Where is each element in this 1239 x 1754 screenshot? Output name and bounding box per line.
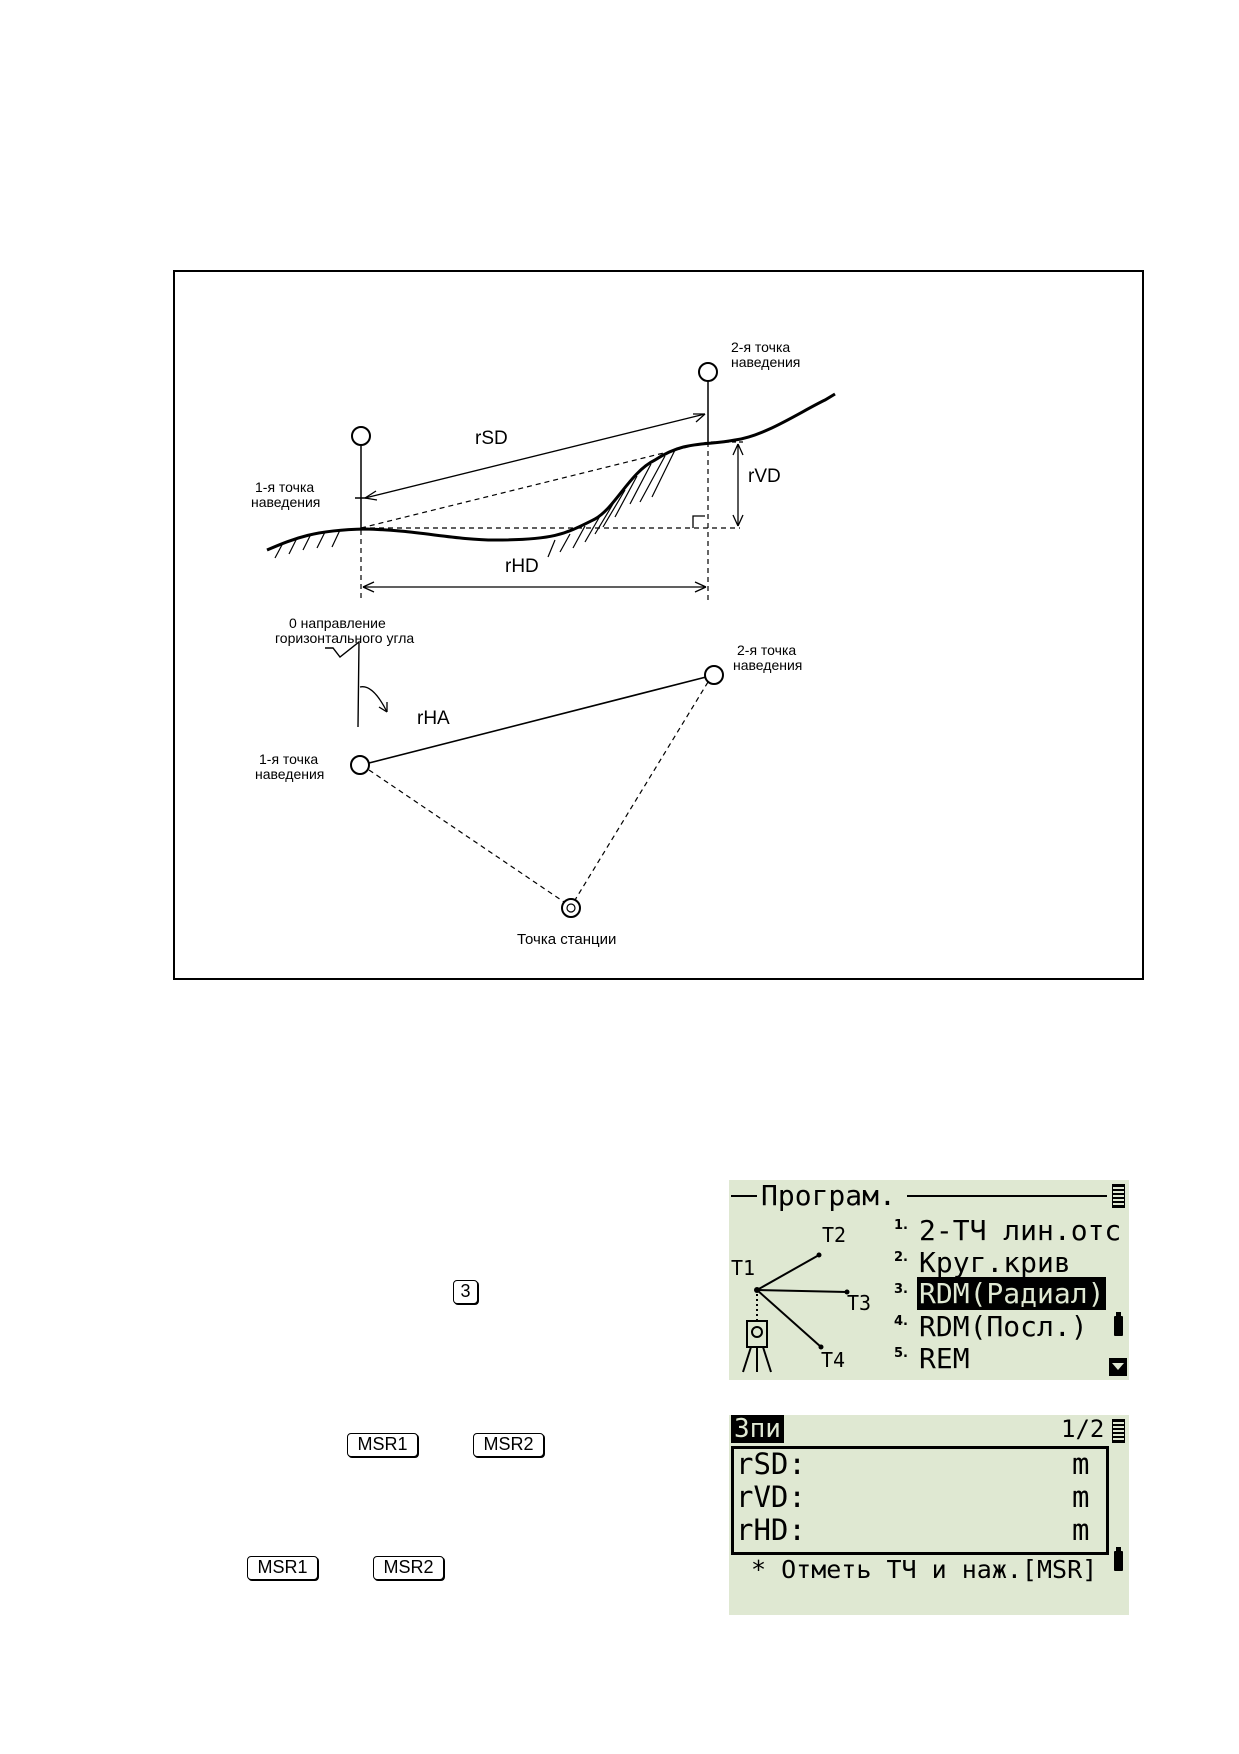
key-msr2-b: MSR2 [373, 1556, 444, 1580]
terrain-line [266, 392, 836, 552]
hint-text: * Отметь ТЧ и наж.[MSR] [751, 1555, 1098, 1584]
lcd-programs-menu: Програм. T1 T2 T3 T4 1. 2-ТЧ лин.отс 2. … [729, 1180, 1129, 1380]
lcd-measurement-screen: Зпи 1/2 rSD: m rVD: m rHD: m * Отметь ТЧ… [729, 1415, 1129, 1615]
label-first-target-line2: наведения [251, 494, 320, 510]
rha-angle-arc [359, 686, 388, 713]
menu-item-4[interactable]: RDM(Посл.) [919, 1310, 1088, 1343]
menu-item-2[interactable]: Круг.крив [919, 1246, 1071, 1279]
second-target-prism [698, 362, 718, 382]
station-point-outer [561, 898, 581, 918]
key-msr1-b: MSR1 [247, 1556, 318, 1580]
plan-second-target [704, 665, 724, 685]
key-msr2-a: MSR2 [473, 1433, 544, 1457]
plan-target-line [368, 675, 711, 764]
title-rule-right [907, 1195, 1107, 1197]
menu-diagram-icon [742, 1252, 850, 1373]
label-rsd: rSD [475, 428, 508, 449]
label-rvd: rVD [748, 466, 781, 487]
row-rsd-label: rSD: [736, 1447, 806, 1481]
battery-icon-2-tip [1116, 1547, 1121, 1551]
label-second-target-line1: 2-я точка [731, 339, 790, 355]
diagram-frame: 2-я точка наведения 1-я точка наведения … [173, 270, 1144, 980]
label-second-target-line2: наведения [731, 354, 800, 370]
menu-item-2-num: 2. [894, 1250, 908, 1265]
menu-item-3-selected[interactable]: RDM(Радиал) [917, 1277, 1107, 1310]
rdm-radial-diagram: 2-я точка наведения 1-я точка наведения … [251, 339, 836, 948]
label-first-target-plan-line2: наведения [255, 766, 324, 782]
row-rvd-unit: m [1072, 1480, 1090, 1514]
menu-item-1[interactable]: 2-ТЧ лин.отс [919, 1214, 1122, 1247]
menu-icon-label-t1: T1 [731, 1256, 756, 1280]
station-point-inner [566, 903, 576, 913]
label-second-target-plan-line2: наведения [733, 657, 802, 673]
menu-title: Програм. [761, 1180, 896, 1212]
station-to-first-dashed [368, 769, 568, 905]
row-rvd-label: rVD: [736, 1480, 806, 1514]
label-zero-direction-line1: 0 направление [289, 615, 386, 631]
slope-dashed-line [360, 441, 709, 529]
scroll-indicator-top [1112, 1184, 1125, 1208]
page-indicator: 1/2 [1061, 1415, 1105, 1443]
title-rule-left [731, 1195, 757, 1197]
label-rhd: rHD [505, 556, 539, 577]
row-rhd-label: rHD: [736, 1513, 806, 1547]
row-rsd-unit: m [1072, 1447, 1090, 1481]
scroll-indicator-top-2 [1112, 1419, 1125, 1443]
label-rha: rHA [417, 708, 450, 729]
label-first-target-plan-line1: 1-я точка [259, 751, 318, 767]
first-target-prism [351, 426, 371, 446]
rsd-arrow-line [364, 413, 706, 499]
menu-item-3-num: 3. [894, 1282, 908, 1297]
battery-icon-tip [1116, 1312, 1121, 1316]
menu-icon-label-t4: T4 [821, 1348, 846, 1372]
menu-item-4-num: 4. [894, 1314, 908, 1329]
key-3: 3 [453, 1280, 478, 1304]
menu-item-5-num: 5. [894, 1346, 908, 1361]
row-rhd-unit: m [1072, 1513, 1090, 1547]
screen-title: Зпи [731, 1415, 784, 1443]
battery-icon-2 [1114, 1551, 1123, 1571]
menu-icon-label-t2: T2 [822, 1223, 847, 1247]
menu-icon-label-t3: T3 [847, 1291, 872, 1315]
battery-icon [1114, 1316, 1123, 1336]
label-zero-direction-line2: горизонтального угла [275, 630, 414, 646]
menu-item-1-num: 1. [894, 1218, 908, 1233]
label-first-target-line1: 1-я точка [255, 479, 314, 495]
menu-item-5[interactable]: REM [919, 1342, 970, 1375]
label-station: Точка станции [517, 931, 616, 948]
values-box: rSD: m rVD: m rHD: m [731, 1446, 1109, 1555]
key-msr1-a: MSR1 [347, 1433, 418, 1457]
label-second-target-plan-line1: 2-я точка [737, 642, 796, 658]
plan-first-target [350, 755, 370, 775]
terrain-hatching [274, 449, 676, 559]
scroll-down-icon[interactable] [1109, 1358, 1127, 1376]
station-to-second-dashed [574, 681, 709, 901]
